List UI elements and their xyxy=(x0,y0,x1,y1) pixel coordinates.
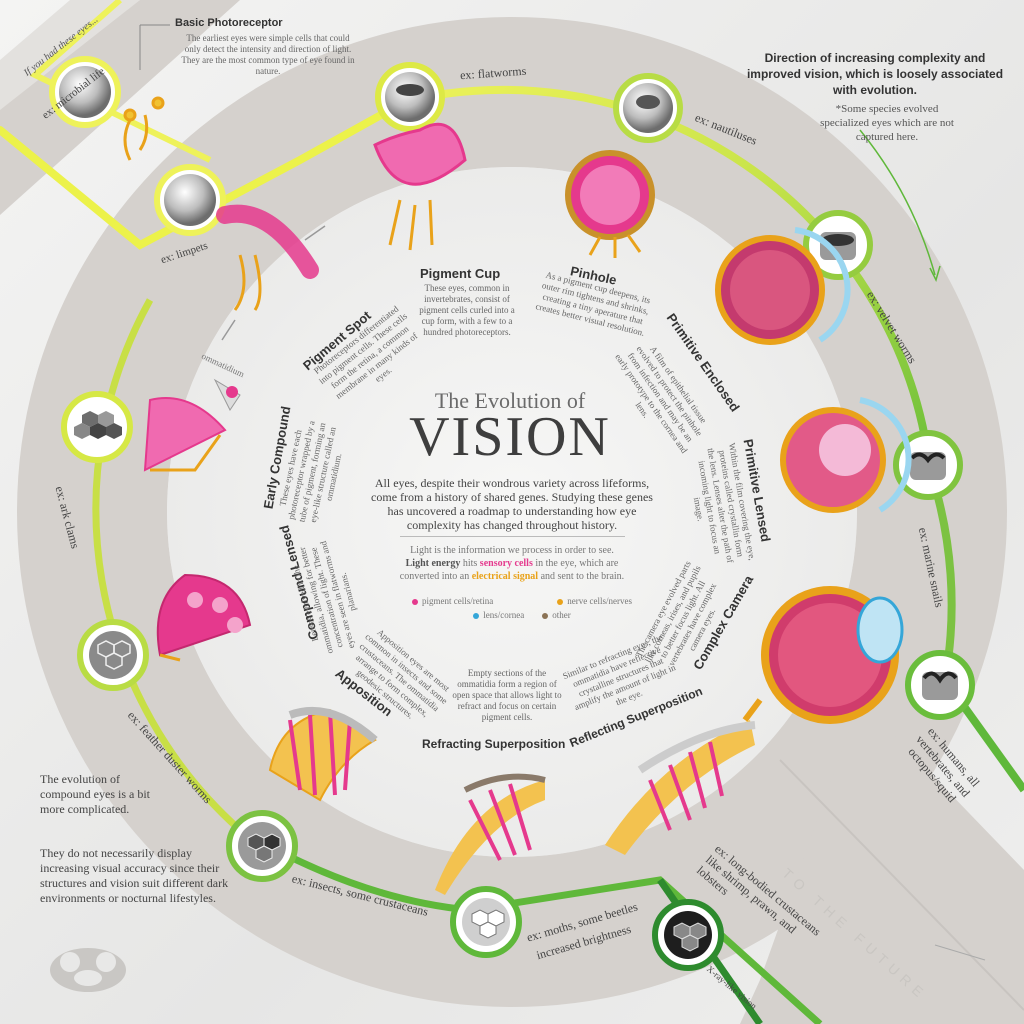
path-arc-top xyxy=(388,85,934,471)
direction-arrowhead xyxy=(929,265,941,283)
direction-footnote: *Some species evolved specialized eyes w… xyxy=(820,103,954,143)
center-disc xyxy=(167,167,857,857)
future-arrow xyxy=(934,944,986,961)
stage-desc-refracting: Empty sections of the ommatidia form a r… xyxy=(452,668,562,722)
ommatidium-icon xyxy=(213,378,241,411)
node-limpets xyxy=(154,164,226,236)
complex-camera-eye-icon xyxy=(742,586,904,724)
refracting-superposition-eye-icon xyxy=(435,773,546,895)
light-line-2: Light energy hits sensory cells in the e… xyxy=(405,558,619,569)
node-ark-clams xyxy=(61,391,133,463)
title-big: VISION xyxy=(409,406,611,468)
intro-paragraph: All eyes, despite their wondrous variety… xyxy=(371,476,653,532)
center-divider xyxy=(400,536,625,537)
direction-arrow xyxy=(859,129,936,276)
path-line-upper xyxy=(29,0,212,163)
track-exit-edge xyxy=(779,759,1024,1011)
legend: pigment cells/retina nerve cells/nerves … xyxy=(412,596,632,620)
pigment-cup-eye-icon xyxy=(373,122,467,251)
side-note-2: They do not necessarily display increasi… xyxy=(40,846,229,905)
node-shrimp xyxy=(652,899,724,971)
legend-nerve: nerve cells/nerves xyxy=(557,596,632,606)
node-humans xyxy=(905,650,975,720)
node-insects xyxy=(226,810,298,882)
node-feather-duster xyxy=(77,619,149,691)
track-exit xyxy=(740,700,1024,1024)
brand-logo xyxy=(50,948,126,992)
arrow-limpets xyxy=(304,225,326,241)
title-small: The Evolution of xyxy=(434,388,586,413)
stage-desc-pigment-cup: These eyes, common in invertebrates, con… xyxy=(419,283,515,337)
side-note-1: The evolution of compound eyes is a bit … xyxy=(40,772,150,816)
intro-heading: Basic Photoreceptor xyxy=(175,17,283,29)
node-velvet-worms xyxy=(803,210,873,280)
light-line-1: Light is the information we process in o… xyxy=(410,545,614,556)
legend-lens: lens/cornea xyxy=(473,610,524,620)
arrow-ommatidium xyxy=(221,319,236,341)
track-entry xyxy=(0,0,240,215)
node-marine-snails xyxy=(893,430,963,500)
stage-title-pigment-cup: Pigment Cup xyxy=(420,266,501,281)
primitive-lensed-eye-icon xyxy=(780,397,912,513)
legend-other: other xyxy=(542,610,571,620)
primitive-enclosed-eye-icon xyxy=(715,227,851,345)
compound-lensed-eye-icon xyxy=(156,573,252,662)
apposition-eye-icon xyxy=(268,706,378,802)
legend-pigment: pigment cells/retina xyxy=(412,596,493,606)
reflecting-superposition-eye-icon xyxy=(605,720,756,855)
pigment-spot-eye-icon xyxy=(216,204,319,311)
light-line-3: converted into an electrical signal and … xyxy=(399,571,625,582)
intro-text: The earliest eyes were simple cells that… xyxy=(181,33,355,76)
light-info: Light is the information we process in o… xyxy=(368,544,656,583)
node-flatworms xyxy=(375,62,445,132)
path-arc-left xyxy=(92,298,243,833)
photoreceptor-cell-icon xyxy=(123,96,165,161)
stage-title-refracting: Refracting Superposition xyxy=(422,737,566,751)
direction-title: Direction of increasing complexity and i… xyxy=(746,51,1004,97)
pinhole-eye-icon xyxy=(565,150,655,258)
node-nautiluses xyxy=(613,73,683,143)
node-moths xyxy=(450,886,522,958)
early-compound-eye-icon xyxy=(143,397,227,472)
node-microbial xyxy=(49,56,121,128)
